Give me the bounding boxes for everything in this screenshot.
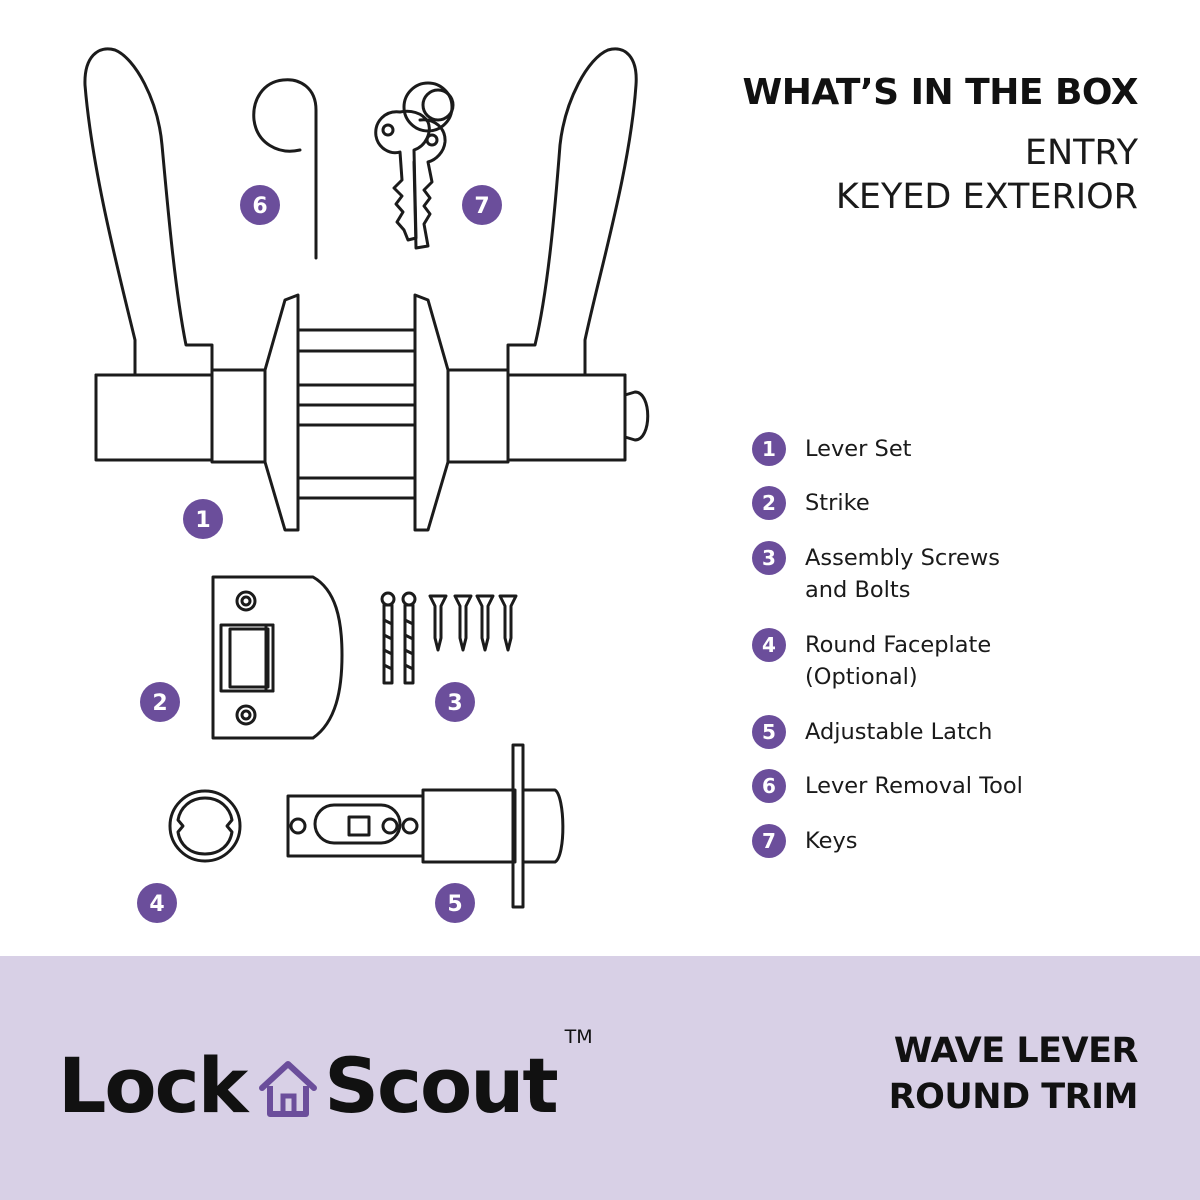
- legend-badge: 1: [752, 432, 786, 466]
- footer-band: Lock Scout TM WAVE LEVER ROUND TRIM: [0, 956, 1200, 1200]
- legend-item-screws: 3 Assembly Screws and Bolts: [752, 541, 1000, 606]
- screws-drawing: [380, 591, 518, 685]
- badge-lever-set: [183, 499, 223, 539]
- badge-keys-number: 7: [474, 194, 489, 219]
- heading-block: WHAT’S IN THE BOX ENTRY KEYED EXTERIOR: [742, 72, 1139, 219]
- badge-screws: [435, 682, 475, 722]
- box-title: WHAT’S IN THE BOX: [742, 72, 1139, 113]
- brand-word-lock: Lock: [58, 1041, 248, 1130]
- faceplate-drawing: [168, 789, 242, 863]
- legend-badge: 2: [752, 486, 786, 520]
- legend-label: Lever Removal Tool: [805, 773, 1023, 799]
- legend-label-second-line: (Optional): [805, 664, 918, 690]
- legend-badge: 5: [752, 715, 786, 749]
- legend-label: Keys: [805, 828, 858, 854]
- badge-faceplate: [137, 883, 177, 923]
- badge-latch-number: 5: [447, 892, 462, 917]
- legend-badge: 4: [752, 628, 786, 662]
- legend-badge: 6: [752, 769, 786, 803]
- badge-tool-number: 6: [252, 194, 267, 219]
- badge-latch: [435, 883, 475, 923]
- model-name: WAVE LEVER ROUND TRIM: [888, 1028, 1139, 1120]
- trademark-symbol: TM: [564, 1026, 593, 1048]
- badge-tool: [240, 185, 280, 225]
- legend-label: Lever Set: [805, 436, 912, 462]
- legend-item-keys: 7 Keys: [752, 824, 858, 858]
- badge-keys: [462, 185, 502, 225]
- product-illustrations: 1 2 3 4 5 6 7: [83, 47, 650, 923]
- brand-word-scout: Scout: [324, 1041, 558, 1130]
- badge-lever-set-number: 1: [195, 508, 210, 533]
- model-line-wave-lever: WAVE LEVER: [893, 1031, 1139, 1071]
- legend-label: Strike: [805, 490, 870, 516]
- lever-set-drawing: [83, 47, 650, 532]
- house-icon: [259, 1061, 318, 1117]
- legend-item-strike: 2 Strike: [752, 486, 870, 520]
- legend-item-faceplate: 4 Round Faceplate (Optional): [752, 628, 991, 693]
- legend-label: Adjustable Latch: [805, 719, 993, 745]
- diagram-badges: 1 2 3 4 5 6 7: [137, 185, 502, 923]
- legend-label: Round Faceplate: [805, 632, 992, 658]
- badge-screws-number: 3: [447, 691, 462, 716]
- latch-drawing: [286, 743, 565, 909]
- legend-item-lever-set: 1 Lever Set: [752, 432, 912, 466]
- legend-badge: 3: [752, 541, 786, 575]
- badge-faceplate-number: 4: [149, 892, 164, 917]
- legend-item-removal-tool: 6 Lever Removal Tool: [752, 769, 1023, 803]
- badge-strike: [140, 682, 180, 722]
- keys-drawing: [374, 81, 455, 250]
- legend-badge: 7: [752, 824, 786, 858]
- subtitle-entry: ENTRY: [1024, 133, 1138, 173]
- legend-label-second-line: and Bolts: [805, 577, 911, 603]
- legend-label: Assembly Screws: [805, 545, 1000, 571]
- badge-strike-number: 2: [152, 691, 167, 716]
- strike-drawing: [211, 575, 344, 740]
- model-line-round-trim: ROUND TRIM: [888, 1077, 1139, 1117]
- removal-tool-drawing: [252, 78, 318, 260]
- legend-item-latch: 5 Adjustable Latch: [752, 715, 992, 749]
- brand-logo: Lock Scout TM: [58, 1026, 593, 1130]
- subtitle-keyed-exterior: KEYED EXTERIOR: [835, 177, 1138, 217]
